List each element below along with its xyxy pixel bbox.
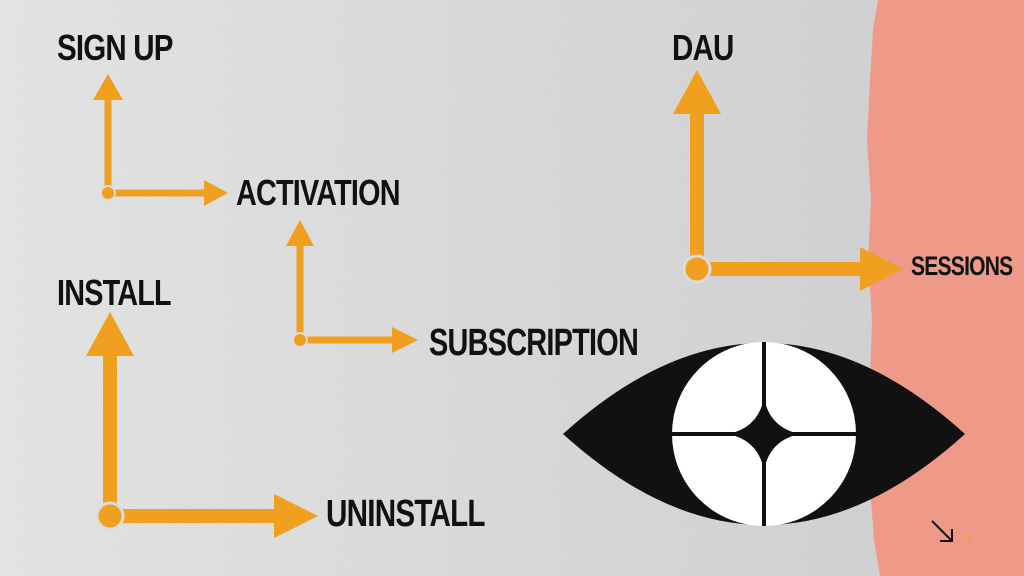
label-subscription: SUBSCRIPTION [429,322,639,364]
connector-signup-activation [93,74,228,206]
label-sign-up: SIGN UP [57,27,173,68]
label-install: INSTALL [57,272,172,313]
connector-activation-subscription [286,220,418,353]
label-uninstall: UNINSTALL [326,493,486,535]
label-sessions: SESSIONS [911,251,1013,281]
label-activation: ACTIVATION [236,172,401,213]
connector-install-uninstall [86,312,318,538]
arrow-down-right-icon [931,520,972,544]
label-dau: DAU [672,27,734,68]
connector-dau-sessions [673,70,903,291]
eye-icon [563,342,965,526]
